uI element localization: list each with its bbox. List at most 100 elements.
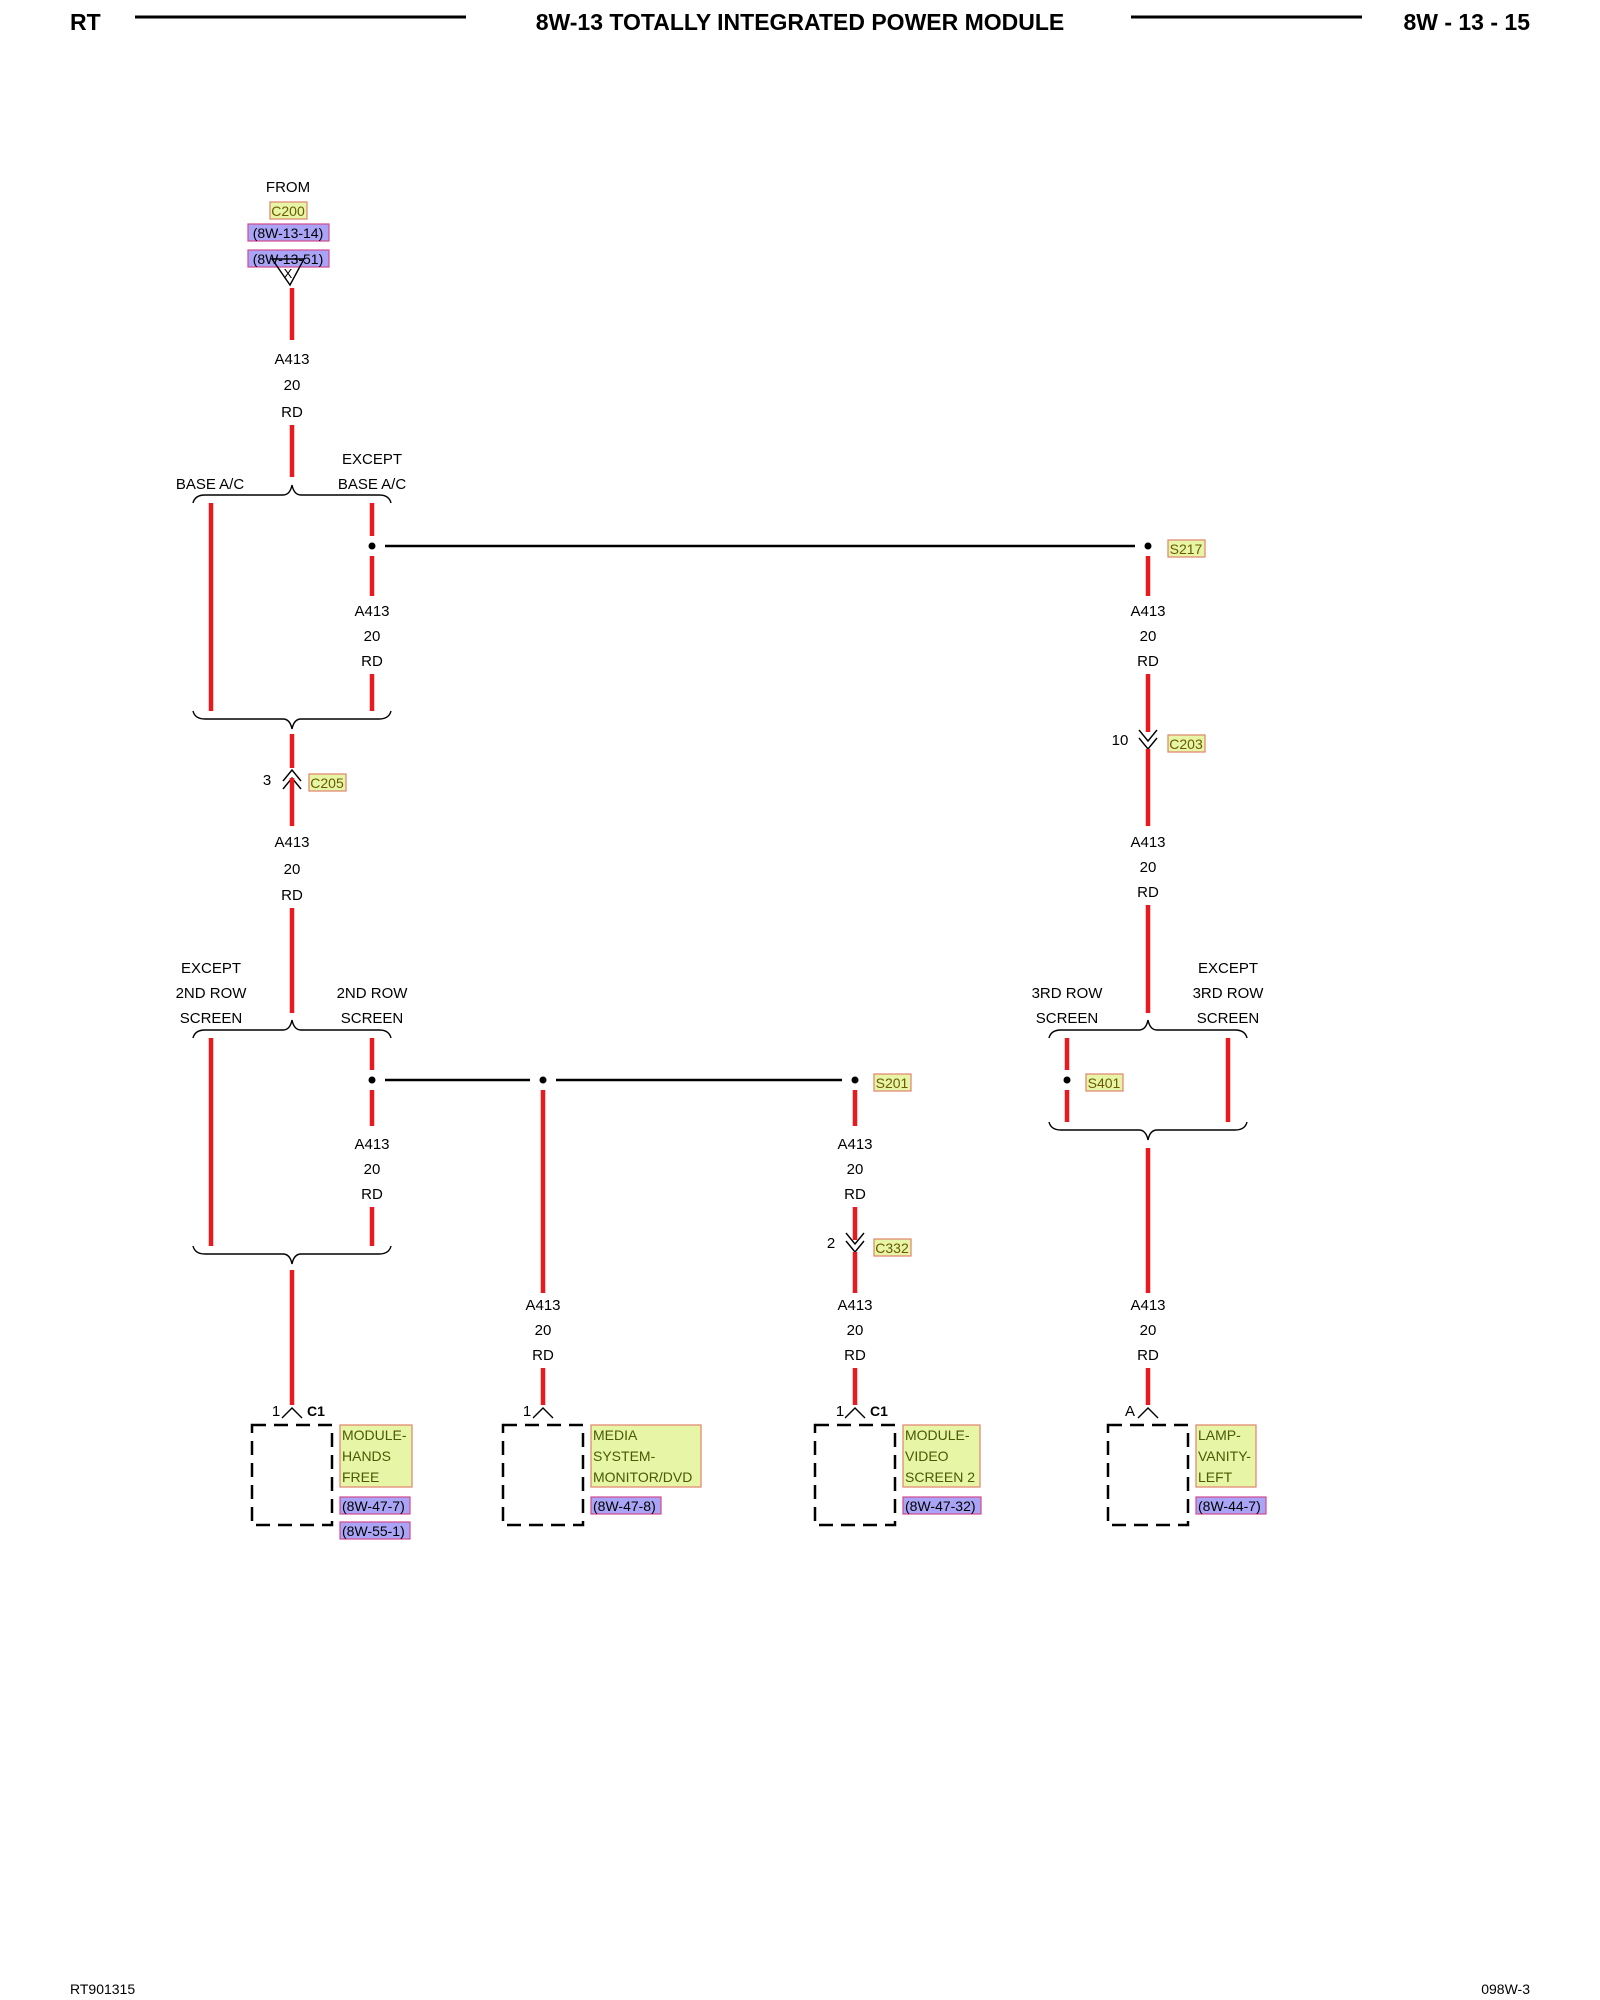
- component-name-line1: LAMP-: [1198, 1427, 1241, 1443]
- s217-highlight: [1167, 539, 1206, 558]
- splice-dot: [368, 542, 376, 550]
- wire-circuit-label: A413: [1130, 1297, 1165, 1314]
- option-brace-top: [192, 484, 392, 504]
- component-module-video-screen-2[interactable]: 1 C1 MODULE- VIDEO SCREEN 2 (8W-47-32): [813, 1403, 982, 1527]
- ref-highlight: [1195, 1496, 1267, 1515]
- connector-chevron-icon: [845, 1232, 865, 1246]
- pin-receptacle-icon: [281, 1407, 303, 1419]
- component-label-highlight: [902, 1424, 981, 1488]
- component-ref[interactable]: (8W-47-32): [905, 1498, 976, 1514]
- option-except-2nd-row-line1: EXCEPT: [181, 960, 241, 977]
- component-ref[interactable]: (8W-47-7): [342, 1498, 405, 1514]
- wire-circuit-label: A413: [837, 1136, 872, 1153]
- component-module-hands-free[interactable]: 1 C1 MODULE- HANDS FREE (8W-47-7) (8W-55…: [250, 1403, 413, 1540]
- component-label-highlight: [1195, 1424, 1257, 1488]
- wire-color-label: RD: [844, 1186, 866, 1203]
- c203-pin: 10: [1112, 732, 1129, 749]
- component-label-highlight: [590, 1424, 702, 1488]
- component-dashed-box: [250, 1423, 334, 1527]
- component-connector: C1: [870, 1403, 888, 1419]
- wire-color-label: RD: [1137, 884, 1159, 901]
- component-ref[interactable]: (8W-44-7): [1198, 1498, 1261, 1514]
- page-title: 8W-13 TOTALLY INTEGRATED POWER MODULE: [536, 9, 1065, 35]
- component-name-line3: LEFT: [1198, 1469, 1233, 1485]
- ref-highlight: [339, 1496, 411, 1515]
- component-name-line2: HANDS: [342, 1448, 391, 1464]
- ref-highlight: [902, 1496, 982, 1515]
- from-pin-label: X: [284, 266, 293, 281]
- wire-color-label: RD: [361, 653, 383, 670]
- splice-dot: [368, 1076, 376, 1084]
- component-name-line1: MEDIA: [593, 1427, 638, 1443]
- ref-highlight: [590, 1496, 662, 1515]
- wire-gauge-label: 20: [1140, 859, 1157, 876]
- wire-color-label: RD: [1137, 1347, 1159, 1364]
- component-connector: C1: [307, 1403, 325, 1419]
- c332-highlight: [873, 1238, 912, 1257]
- option-3rd-row-line2: SCREEN: [1036, 1010, 1099, 1027]
- component-pin: 1: [523, 1403, 531, 1420]
- splice-dot-s217: [1144, 542, 1152, 550]
- component-ref[interactable]: (8W-47-8): [593, 1498, 656, 1514]
- option-brace-bottom: [192, 1245, 392, 1265]
- wire-gauge-label: 20: [284, 861, 301, 878]
- component-name-line1: MODULE-: [342, 1427, 407, 1443]
- footer-left: RT901315: [70, 1981, 135, 1997]
- splice-s217-label[interactable]: S217: [1170, 541, 1203, 557]
- wire-gauge-label: 20: [364, 628, 381, 645]
- wire-gauge-label: 20: [364, 1161, 381, 1178]
- c205-label[interactable]: C205: [310, 775, 344, 791]
- c203-highlight: [1167, 734, 1206, 753]
- option-brace-top: [192, 1019, 392, 1039]
- component-label-highlight: [339, 1424, 413, 1488]
- connector-chevron-icon: [845, 1240, 865, 1254]
- component-ref[interactable]: (8W-55-1): [342, 1523, 405, 1539]
- header-left: RT: [70, 9, 101, 35]
- option-except-3rd-row-line1: EXCEPT: [1198, 960, 1258, 977]
- s401-highlight: [1085, 1073, 1124, 1092]
- option-2nd-row-line2: SCREEN: [341, 1010, 404, 1027]
- option-brace-bottom: [1048, 1121, 1248, 1141]
- option-brace-bottom: [192, 710, 392, 730]
- connector-chevron-icon: [1138, 729, 1158, 743]
- ref-highlight: [247, 223, 330, 242]
- component-name-line2: SYSTEM-: [593, 1448, 656, 1464]
- wire-circuit-label: A413: [1130, 603, 1165, 620]
- wire-gauge-label: 20: [535, 1322, 552, 1339]
- wire-circuit-label: A413: [354, 1136, 389, 1153]
- component-name-line1: MODULE-: [905, 1427, 970, 1443]
- splice-dot-s401: [1063, 1076, 1071, 1084]
- wire-gauge-label: 20: [1140, 1322, 1157, 1339]
- component-lamp-vanity-left[interactable]: A LAMP- VANITY- LEFT (8W-44-7): [1106, 1403, 1267, 1527]
- wire-circuit-label: A413: [525, 1297, 560, 1314]
- component-name-line2: VANITY-: [1198, 1448, 1251, 1464]
- option-brace-top: [1048, 1019, 1248, 1039]
- splice-s401-label[interactable]: S401: [1088, 1075, 1121, 1091]
- splice-dot: [539, 1076, 547, 1084]
- connector-chevron-icon: [282, 768, 302, 782]
- wire-color-label: RD: [361, 1186, 383, 1203]
- ref-8w-13-14[interactable]: (8W-13-14): [253, 225, 324, 241]
- component-name-line3: SCREEN 2: [905, 1469, 975, 1485]
- wire-color-label: RD: [281, 404, 303, 421]
- component-name-line3: FREE: [342, 1469, 379, 1485]
- from-label: FROM: [266, 179, 310, 196]
- option-3rd-row-line1: 3RD ROW: [1032, 985, 1104, 1002]
- s201-highlight: [873, 1073, 912, 1092]
- wire-circuit-label: A413: [1130, 834, 1165, 851]
- component-dashed-box: [1106, 1423, 1190, 1527]
- wire-color-label: RD: [281, 887, 303, 904]
- component-dashed-box: [501, 1423, 585, 1527]
- wire-gauge-label: 20: [1140, 628, 1157, 645]
- splice-s201-label[interactable]: S201: [876, 1075, 909, 1091]
- component-dashed-box: [813, 1423, 897, 1527]
- component-media-system-monitor[interactable]: 1 MEDIA SYSTEM- MONITOR/DVD (8W-47-8): [501, 1403, 702, 1527]
- c200-label[interactable]: C200: [271, 203, 305, 219]
- option-except-3rd-row-line2: 3RD ROW: [1193, 985, 1265, 1002]
- component-pin: 1: [836, 1403, 844, 1420]
- option-2nd-row-line1: 2ND ROW: [337, 985, 409, 1002]
- wire-circuit-label: A413: [837, 1297, 872, 1314]
- c203-label[interactable]: C203: [1169, 736, 1203, 752]
- c332-label[interactable]: C332: [875, 1240, 909, 1256]
